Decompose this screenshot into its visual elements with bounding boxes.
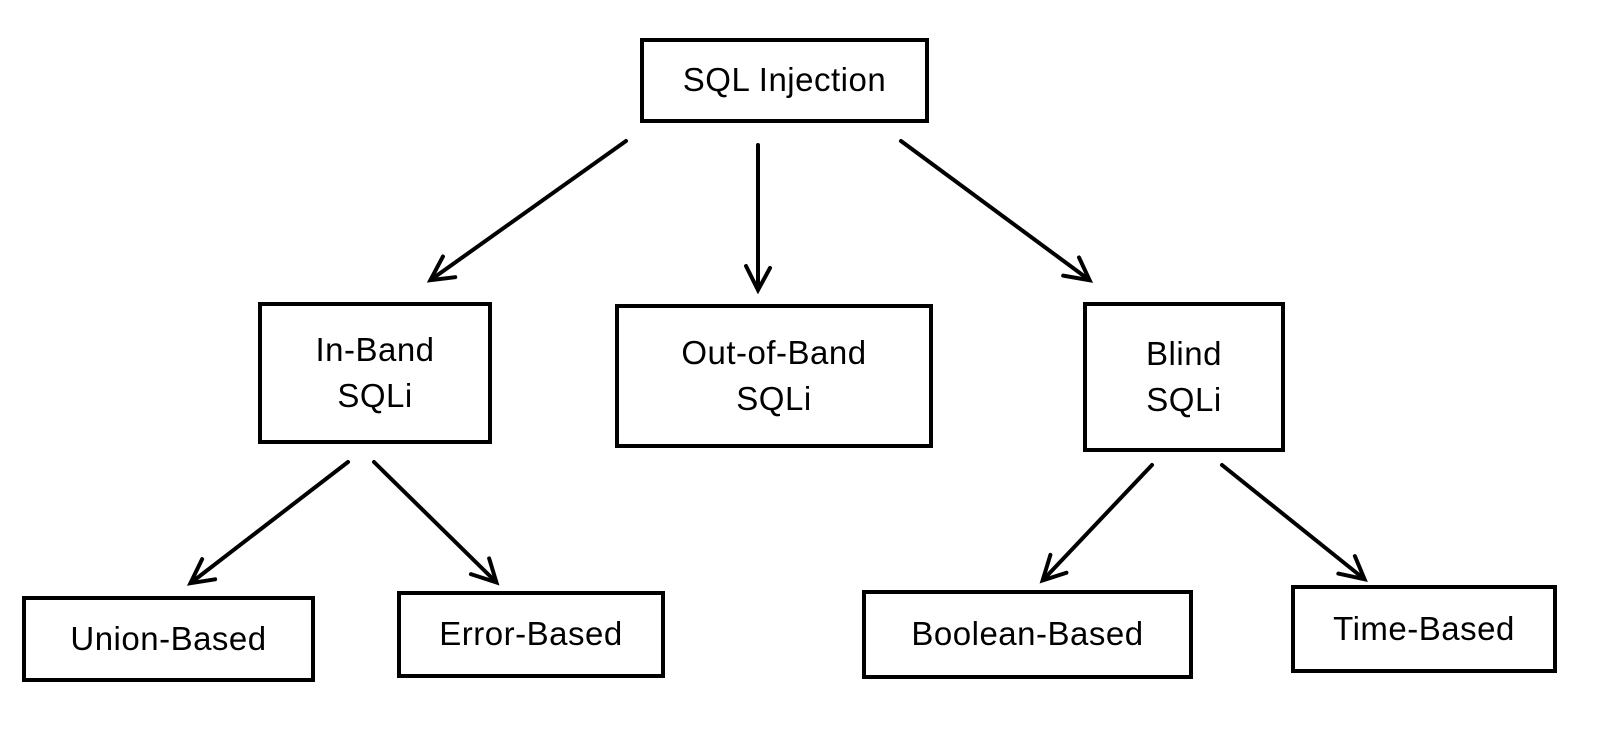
edge-in-band-to-error	[372, 460, 500, 586]
node-boolean-based-label: Boolean-Based	[911, 615, 1144, 653]
node-in-band-sqli-label: In-Band SQLi	[315, 330, 435, 414]
node-union-based-label: Union-Based	[70, 619, 267, 657]
node-time-based-label: Time-Based	[1333, 609, 1515, 647]
node-out-of-band-sqli: Out-of-Band SQLi	[615, 304, 933, 448]
node-union-based: Union-Based	[22, 596, 315, 682]
edge-root-to-in-band	[426, 139, 628, 283]
edge-in-band-to-union	[186, 460, 350, 586]
node-blind-sqli-label: Blind SQLi	[1146, 334, 1222, 418]
node-in-band-sqli: In-Band SQLi	[258, 302, 492, 444]
node-time-based: Time-Based	[1291, 585, 1557, 673]
edge-blind-to-time	[1220, 463, 1368, 583]
node-sql-injection-label: SQL Injection	[682, 61, 887, 99]
node-error-based-label: Error-Based	[439, 615, 623, 653]
edge-root-to-blind	[899, 139, 1094, 283]
node-out-of-band-sqli-label: Out-of-Band SQLi	[681, 333, 867, 417]
node-boolean-based: Boolean-Based	[862, 590, 1193, 679]
node-error-based: Error-Based	[397, 591, 665, 678]
node-blind-sqli: Blind SQLi	[1083, 302, 1285, 452]
edge-blind-to-boolean	[1039, 463, 1154, 584]
node-sql-injection: SQL Injection	[640, 38, 929, 123]
